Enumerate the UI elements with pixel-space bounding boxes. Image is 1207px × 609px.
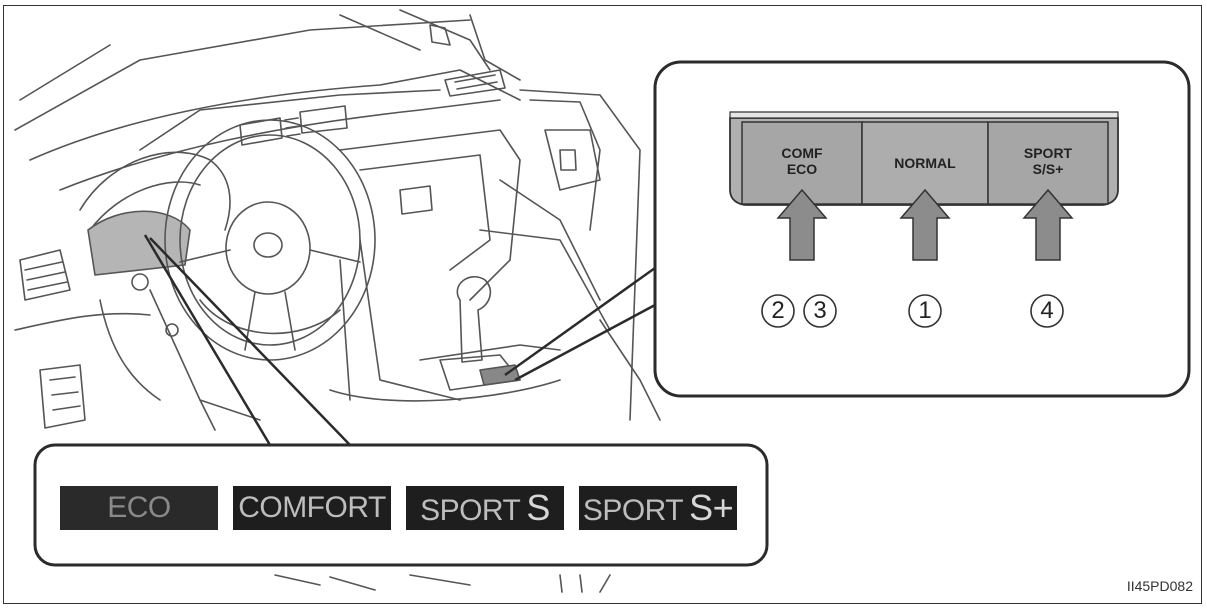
callout-number: 3 [813,297,827,324]
display-comfort-text: COMFORT [238,491,386,524]
callout-circle [908,294,942,328]
callout-circle [803,294,837,328]
button-label-sport: SPORT S/S+ [1008,145,1088,177]
button-label-normal: NORMAL [894,155,956,171]
display-eco-text: ECO [107,491,171,524]
callout-number: 2 [771,297,785,324]
figure-code: II45PD082 [1126,578,1193,594]
display-eco: ECO [60,486,218,530]
display-sport-splus-letter: S+ [689,487,734,528]
arrow-up-icon [776,188,828,261]
display-sport-s-word: SPORT [420,494,521,527]
arrow-up-icon [1022,188,1074,261]
callout-number: 1 [918,297,932,324]
display-sport-splus-word: SPORT [582,494,684,527]
display-comfort: COMFORT [233,486,391,530]
button-label-sport-word: SPORT [1023,145,1073,161]
button-label-s-splus: S/S+ [1032,161,1064,177]
callout-circle [761,294,795,328]
sport-button [987,121,1109,205]
display-sport-s-letter: S [526,487,550,528]
button-label-comf-eco: COMF ECO [762,145,842,177]
button-label-comf: COMF [781,145,823,161]
button-label-eco: ECO [786,161,818,177]
arrow-up-icon [899,188,951,261]
figure-border [3,5,1202,604]
callout-number: 4 [1040,297,1054,324]
callout-circle [1030,294,1064,328]
